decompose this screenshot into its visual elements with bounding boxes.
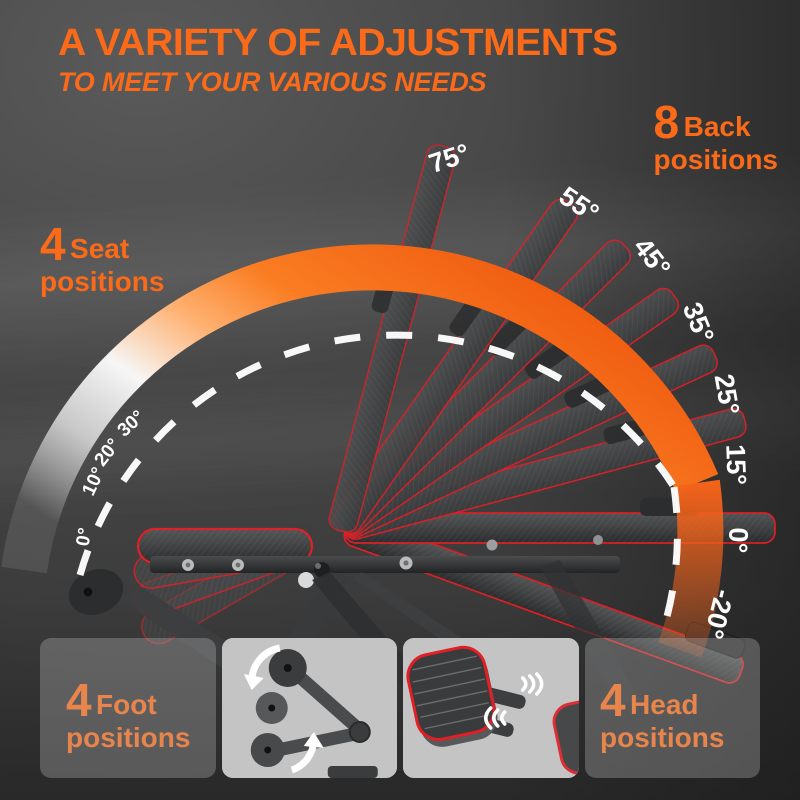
foot-positions-panel [40,638,216,778]
motion-chevrons-left [484,706,507,730]
callout-seat-count: 4 [40,218,66,270]
callout-head-label2: positions [600,722,725,754]
callout-seat-label2: positions [40,266,165,298]
head-pad-panel [403,638,579,778]
protractor-dashed-centreline [76,331,681,642]
back-angle-label-0: 0° [723,527,754,554]
back-angle-label-75: 75° [425,138,473,179]
back-angle-label-35: 35° [677,298,720,347]
back-angle-label-55: 55° [554,181,605,229]
foot-roller-diagram [221,638,397,778]
motion-chevrons-right [521,672,544,696]
back-angle-label-45: 45° [628,232,677,283]
callout-back-label2: positions [653,144,778,176]
callout-foot-label: Foot [96,689,157,720]
seat-angle-label-0: 0° [73,526,97,548]
callout-foot-count: 4 [66,674,92,726]
page-subtitle: TO MEET YOUR VARIOUS NEEDS [58,67,487,97]
callout-foot-label2: positions [66,722,191,754]
callout-foot-positions: 4 Foot positions [66,677,191,754]
callout-back-label: Back [683,111,751,142]
page-title: A VARIETY OF ADJUSTMENTS [58,22,618,64]
callout-seat-positions: 4 Seat positions [40,221,165,298]
callout-back-positions: 8 Back positions [653,99,778,176]
callout-seat-label: Seat [70,233,130,264]
back-angle-label-15: 15° [720,444,751,486]
protractor-band [1,244,724,658]
callout-back-count: 8 [653,96,680,148]
seat-angle-label-30: 30° [114,406,149,441]
callout-head-count: 4 [600,674,626,726]
heading-block: A VARIETY OF ADJUSTMENTS TO MEET YOUR VA… [58,24,618,97]
back-angle-label-25: 25° [709,372,746,417]
foot-roller-panel [221,638,397,778]
head-positions-panel [584,638,760,778]
head-pad-diagram [403,638,579,778]
callout-head-positions: 4 Head positions [600,677,725,754]
callout-head-label: Head [630,689,699,720]
feature-panel-strip [40,638,760,778]
